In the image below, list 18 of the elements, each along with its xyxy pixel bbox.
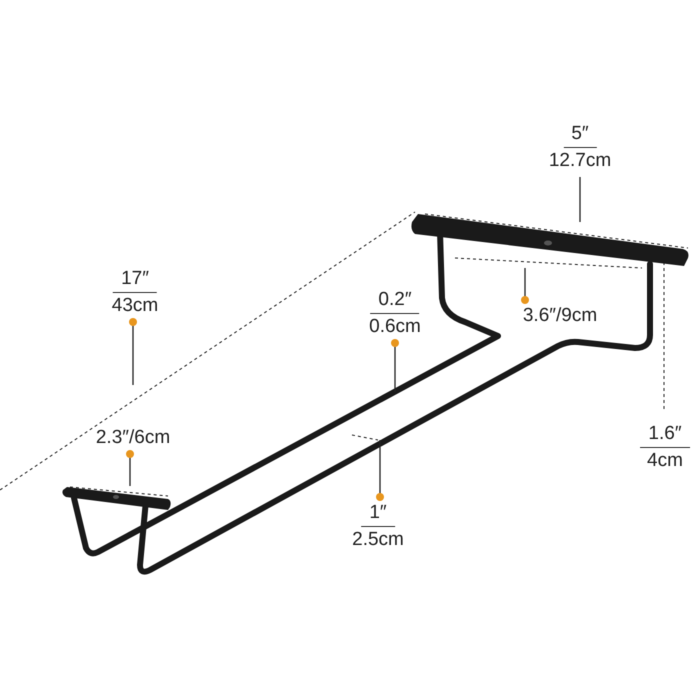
leader-line [126,450,134,486]
leader-line [579,177,581,222]
dimension-value: 0.6cm [368,315,422,339]
dimension-value: 1″ [361,500,395,527]
dimension-value: 3.6″/9cm [522,304,598,328]
dimension-value: 2.5cm [351,528,405,552]
dimension-value: 17″ [113,266,157,293]
dimension-value: 0.2″ [370,287,420,314]
leader-line [129,318,137,385]
dimension-value: 43cm [110,294,160,318]
dimension-value: 2.3″/6cm [94,426,172,450]
leader-line [376,440,384,501]
dimension-value: 4cm [646,449,684,473]
leader-line [391,339,399,392]
leader-line [521,268,529,304]
dimension-value: 1.6″ [640,421,690,448]
dimension-value: 12.7cm [548,149,612,173]
dimension-value: 5″ [563,121,597,148]
